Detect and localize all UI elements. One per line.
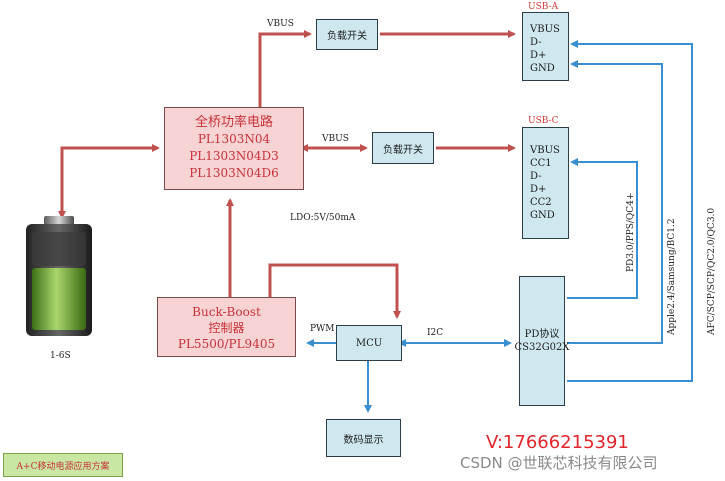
full-bridge-title: 全桥功率电路	[194, 115, 273, 130]
contact-number: V:17666215391	[486, 432, 629, 453]
buck-boost-title: Buck-Boost	[192, 305, 261, 319]
usb-a-pin-vbus: VBUS	[530, 24, 560, 35]
protocol-label-pd: PD3.0/PPS/QC4+	[626, 192, 636, 272]
usb-a-pin-gnd: GND	[530, 63, 555, 74]
wire-pd-apple	[567, 60, 663, 344]
vbus-label-top: VBUS	[267, 19, 294, 29]
usb-a-pin-dminus: D-	[530, 37, 542, 48]
wire-pd-cc	[567, 158, 638, 299]
pd-title: PD协议	[524, 329, 560, 340]
usb-c-pin-gnd: GND	[530, 210, 555, 221]
usb-c-title: USB-C	[528, 116, 559, 126]
full-bridge-part-2: PL1303N04D3	[189, 149, 279, 163]
pwm-label: PWM	[310, 324, 335, 334]
load-switch-mid: 负载开关	[372, 132, 434, 164]
mcu-label: MCU	[355, 337, 383, 349]
display-label: 数码显示	[343, 434, 384, 446]
pd-protocol-block: PD协议 CS32G02X	[514, 276, 570, 406]
buck-boost-block: Buck-Boost 控制器 PL5500/PL9405	[157, 297, 296, 357]
pd-part: CS32G02X	[514, 342, 570, 353]
wire-vbus-top	[258, 30, 312, 107]
protocol-label-apple: Apple2.4/Samsung/BC1.2	[667, 218, 677, 335]
usb-c-pin-cc2: CC2	[530, 197, 552, 208]
full-bridge-block: 全桥功率电路 PL1303N04 PL1303N04D3 PL1303N04D6	[164, 107, 304, 190]
usb-a-title: USB-A	[528, 2, 559, 12]
load-switch-top-label: 负载开关	[327, 31, 367, 42]
scheme-legend-label: A+C移动电源应用方案	[16, 461, 110, 472]
i2c-label: I2C	[427, 328, 444, 338]
buck-boost-parts: PL5500/PL9405	[177, 337, 276, 351]
protocol-label-afc: AFC/SCP/SCP/QC2.0/QC3.0	[707, 207, 717, 335]
buck-boost-subtitle: 控制器	[208, 321, 245, 335]
csdn-watermark: CSDN @世联芯科技有限公司	[460, 454, 658, 472]
battery-icon	[22, 216, 96, 338]
scheme-legend: A+C移动电源应用方案	[3, 453, 123, 477]
usb-a-pin-dplus: D+	[530, 50, 547, 61]
wire-battery-bridge	[58, 144, 160, 219]
full-bridge-part-1: PL1303N04	[197, 132, 271, 146]
wire-pd-afc	[567, 40, 693, 382]
full-bridge-part-3: PL1303N04D6	[189, 166, 279, 180]
vbus-label-mid: VBUS	[322, 134, 349, 144]
wire-ldo-mcu	[268, 263, 401, 319]
usb-a-port: VBUS D- D+ GND	[522, 12, 569, 81]
usb-c-pin-cc1: CC1	[530, 158, 552, 169]
display-block: 数码显示	[326, 419, 401, 457]
load-switch-mid-label: 负载开关	[383, 144, 423, 156]
battery-label: 1-6S	[50, 351, 71, 361]
load-switch-top: 负载开关	[316, 19, 378, 50]
usb-c-port: VBUS CC1 D- D+ CC2 GND	[522, 127, 569, 239]
usb-c-pin-dminus: D-	[530, 171, 542, 182]
ldo-label: LDO:5V/50mA	[290, 213, 356, 223]
mcu-block: MCU	[336, 325, 402, 361]
usb-c-pin-dplus: D+	[530, 184, 547, 195]
usb-c-pin-vbus: VBUS	[530, 145, 560, 156]
